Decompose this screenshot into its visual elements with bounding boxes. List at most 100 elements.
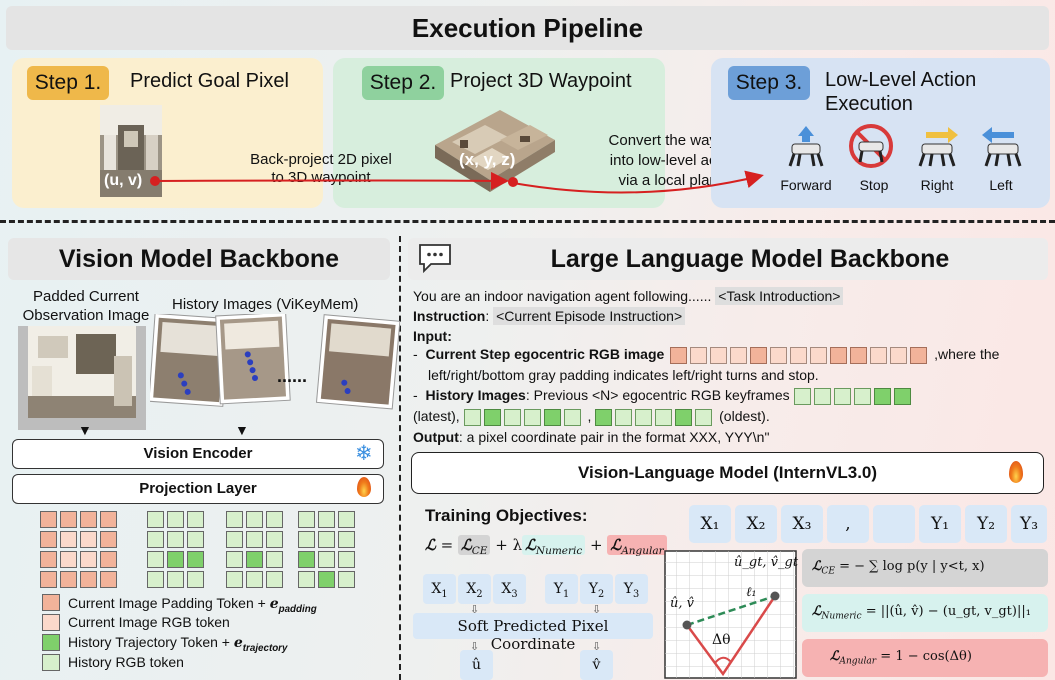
llm-title: Large Language Model Backbone — [550, 245, 950, 273]
legend-trajectory-math: e — [233, 635, 243, 651]
theta-label: Δθ — [712, 632, 731, 648]
arrow-x-down: ⇩ — [470, 604, 480, 616]
x2-token: X2 — [458, 574, 491, 604]
x3-token: X3 — [493, 574, 526, 604]
projection-layer-box — [12, 474, 384, 504]
backproject-label: Back-project 2D pixel to 3D waypoint — [241, 151, 401, 187]
angular-loss-box — [802, 639, 1048, 677]
current-label-line1: Padded Current — [33, 288, 139, 305]
latest-label: (latest), — [413, 408, 460, 424]
vision-title-bar — [8, 238, 390, 280]
x3-token-sub: 3 — [511, 588, 518, 600]
history-line2: (latest), , (oldest). — [413, 408, 770, 426]
current-step-line: - Current Step egocentric RGB image ,whe… — [413, 346, 1000, 364]
l1-label: ℓ₁ — [746, 585, 757, 600]
legend-padding-sub: padding — [278, 603, 317, 615]
waypoint-label: (x, y, z) — [459, 150, 516, 169]
history-token-grid-2 — [226, 511, 283, 588]
seq-y2: Y₂ — [965, 505, 1007, 543]
soft-coordinate-box — [413, 613, 653, 639]
history-image-stack — [150, 314, 400, 410]
current-step-rest: ,where the — [934, 346, 1000, 362]
soft-coordinate-label: Soft Predicted Pixel Coordinate — [457, 617, 609, 653]
vertical-divider — [399, 236, 401, 680]
arrow-y-down: ⇩ — [592, 604, 602, 616]
history-rest: : Previous <N> egocentric RGB keyframes — [525, 387, 790, 403]
current-observation-label: Padded Current Observation Image — [16, 287, 156, 325]
backproject-line1: Back-project 2D pixel — [250, 151, 392, 168]
seq-x2: X₂ — [735, 505, 777, 543]
arrow-v-down: ⇩ — [592, 641, 602, 653]
instruction-label: Instruction — [413, 308, 486, 324]
instruction-tag: <Current Episode Instruction> — [493, 307, 686, 325]
y2-token-sub: 2 — [598, 588, 605, 600]
vision-encoder-label: Vision Encoder — [143, 445, 253, 462]
gt-point-label: û_gt, v̂_gt — [734, 555, 799, 570]
forward-robot-icon — [788, 126, 824, 167]
legend-swatch-trajectory — [42, 634, 60, 651]
history-label: History Images — [425, 387, 526, 403]
seq-x1: X₁ — [689, 505, 731, 543]
task-tag: <Task Introduction> — [715, 287, 844, 305]
current-token-grid — [40, 511, 117, 588]
history-ellipsis: ...... — [277, 366, 308, 386]
ce-loss-formula: ℒCE = − ∑ log p(y | y<t, x) — [812, 559, 985, 577]
angular-loss-formula: ℒAngular = 1 − cos(Δθ) — [830, 649, 972, 667]
ce-formula-text: = − ∑ log p(y | y<t, x) — [839, 559, 985, 574]
action-forward: Forward — [780, 177, 832, 193]
pipeline-title: Execution Pipeline — [411, 13, 644, 43]
step2-title: Project 3D Waypoint — [450, 70, 632, 92]
y3-token: Y3 — [615, 574, 648, 604]
backproject-arrow — [150, 170, 764, 194]
pred-point-label: û, v̂ — [670, 596, 694, 611]
llm-title-bar — [408, 238, 1048, 280]
input-label: Input: — [413, 328, 452, 344]
y2-token: Y2 — [580, 574, 613, 604]
flame-icon — [357, 477, 371, 497]
step1-title: Predict Goal Pixel — [130, 70, 289, 92]
chat-icon — [419, 244, 451, 274]
step3-badge: Step 3. — [728, 66, 810, 100]
vlm-box — [411, 452, 1044, 494]
seq-y1: Y₁ — [919, 505, 961, 543]
prompt-intro: You are an indoor navigation agent follo… — [413, 288, 712, 304]
action-right: Right — [920, 177, 954, 193]
loss-plus: + λ — [495, 536, 523, 554]
backproject-line2: to 3D waypoint — [271, 169, 371, 186]
legend-trajectory: History Trajectory Token + etrajectory — [68, 634, 287, 654]
convert-line3: via a local planner — [618, 172, 740, 189]
v-hat-token: v̂ — [580, 650, 613, 680]
legend-rgb: Current Image RGB token — [68, 614, 230, 630]
y3-token-letter: Y — [623, 581, 633, 597]
arrow-current-down: ▼ — [78, 422, 92, 438]
x2-token-letter: X — [466, 581, 477, 597]
x2-token-sub: 2 — [476, 588, 483, 600]
history-images-label: History Images (ViKeyMem) — [172, 296, 359, 313]
legend-padding-text: Current Image Padding Token + — [68, 595, 270, 611]
step1-badge: Step 1. — [27, 66, 109, 100]
legend-trajectory-text: History Trajectory Token + — [68, 634, 234, 650]
vlm-label: Vision-Language Model (InternVL3.0) — [577, 463, 878, 482]
pipeline-title-bar — [6, 6, 1049, 50]
projection-layer-label: Projection Layer — [139, 480, 257, 497]
prompt-line1: You are an indoor navigation agent follo… — [413, 287, 844, 305]
right-robot-icon — [918, 127, 958, 167]
current-step-label: Current Step egocentric RGB image — [425, 346, 665, 362]
loss-eq: = — [440, 536, 458, 554]
numeric-loss-box — [802, 594, 1048, 632]
action-stop: Stop — [859, 177, 889, 193]
output-line: Output: a pixel coordinate pair in the f… — [413, 429, 769, 445]
angular-geometry-diagram — [664, 550, 797, 679]
vision-title: Vision Model Backbone — [58, 245, 340, 273]
current-step-tokens — [670, 346, 934, 364]
history-token-grid-1 — [147, 511, 204, 588]
seq-space — [873, 505, 915, 543]
action-left: Left — [989, 177, 1013, 193]
step3-title-line2: Execution — [825, 93, 913, 115]
y2-token-letter: Y — [588, 581, 598, 597]
oldest-label: (oldest). — [719, 408, 770, 424]
current-label-line2: Observation Image — [22, 307, 150, 324]
x1-token: X1 — [423, 574, 456, 604]
padded-current-image — [18, 326, 146, 430]
y1-token-sub: 1 — [563, 588, 570, 600]
